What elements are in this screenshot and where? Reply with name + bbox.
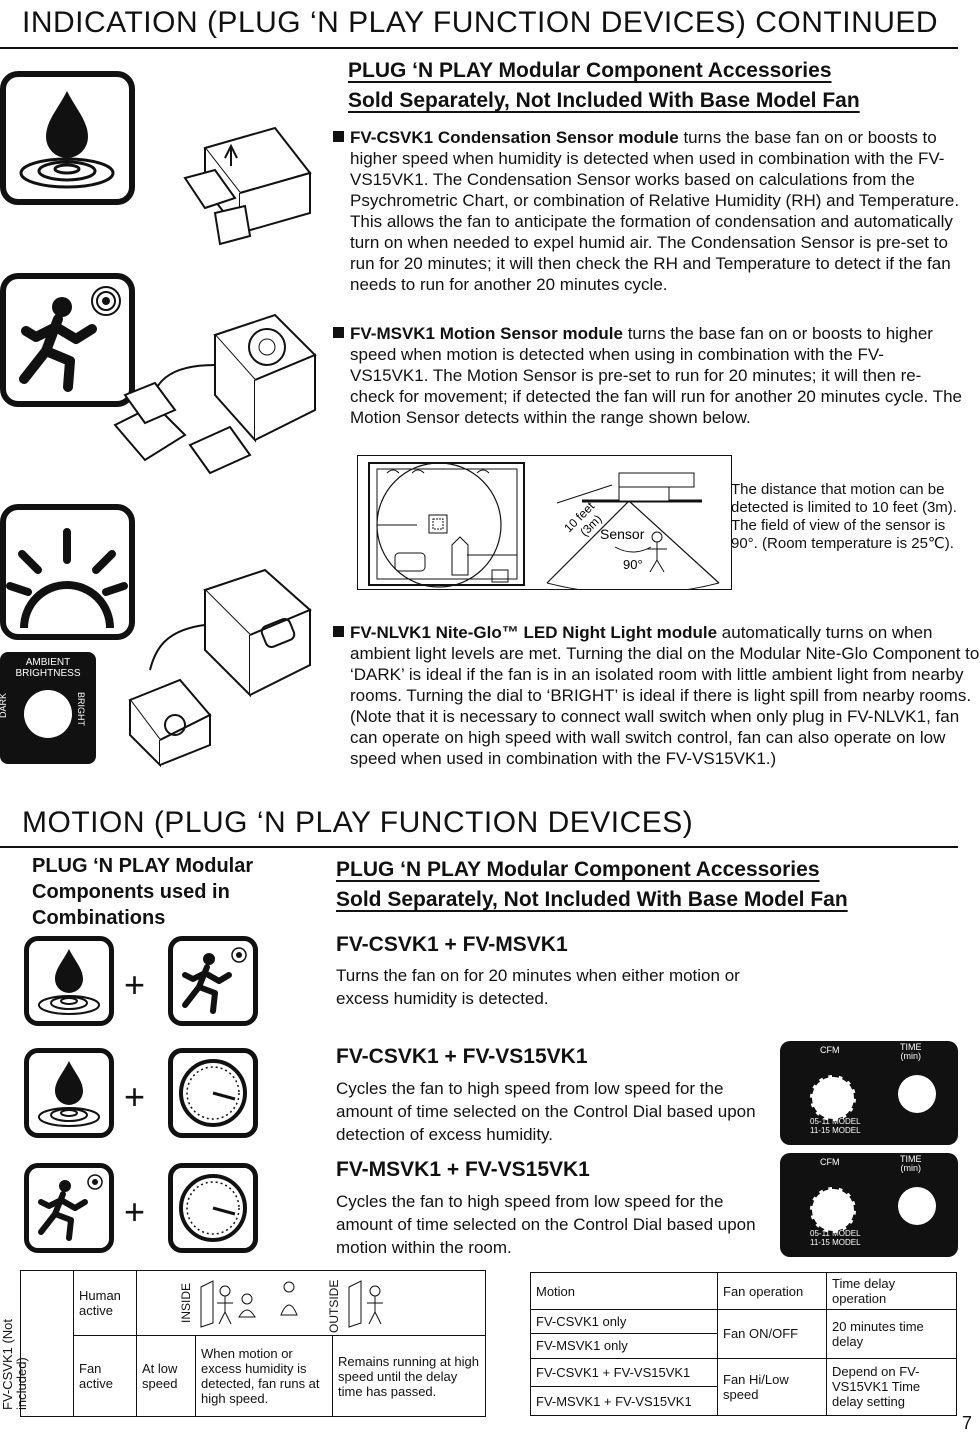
cfm-label: CFM	[820, 1157, 840, 1167]
sun-brightness-icon	[0, 504, 135, 640]
motion-range-diagram: 10 feet (3m) Sensor 90°	[357, 455, 732, 595]
msvk1-description: FV-MSVK1 Motion Sensor module turns the …	[350, 323, 962, 428]
nlvk1-text: automatically turns on when ambient ligh…	[350, 623, 980, 768]
header-time-delay: Time delay operation	[826, 1272, 957, 1310]
humidity-icon	[0, 71, 135, 205]
row-msvk1-vs15vk1: FV-MSVK1 + FV-VS15VK1	[530, 1386, 718, 1416]
humidity-icon	[24, 1048, 114, 1138]
combo-3-desc: Cycles the fan to high speed from low sp…	[336, 1192, 756, 1257]
bullet-icon	[333, 327, 344, 338]
combo-2-title: FV-CSVK1 + FV-VS15VK1	[336, 1045, 588, 1068]
remains-running-cell: Remains running at high speed until the …	[332, 1335, 486, 1417]
motion-range-note: The distance that motion can be detected…	[731, 481, 957, 552]
heading-line-2: Sold Separately, Not Included With Base …	[348, 89, 860, 112]
timer-dial-icon	[168, 1048, 258, 1138]
time-label: TIME(min)	[900, 1155, 922, 1173]
when-motion-cell: When motion or excess humidity is detect…	[195, 1335, 333, 1417]
motion-module-image	[105, 295, 320, 475]
at-low-speed-cell: At low speed	[136, 1335, 196, 1417]
plus-icon: +	[124, 964, 146, 1005]
dial-dark-label: DARK	[0, 692, 8, 718]
inside-label: INSIDE	[179, 1282, 193, 1323]
delay-20-cell: 20 minutes time delay	[826, 1309, 957, 1359]
header-motion: Motion	[530, 1272, 718, 1310]
csvk1-text: turns the base fan on or boosts to highe…	[350, 128, 960, 294]
msvk1-name: FV-MSVK1 Motion Sensor module	[350, 324, 623, 343]
dial-title: AMBIENT BRIGHTNESS	[0, 657, 96, 679]
fan-active-cell: Fan active	[73, 1335, 137, 1417]
condensation-module-image	[175, 118, 315, 248]
ambient-brightness-dial: AMBIENT BRIGHTNESS DARK BRIGHT	[0, 652, 96, 764]
plus-icon: +	[124, 1191, 146, 1232]
header-fan-operation: Fan operation	[717, 1272, 827, 1310]
accessories-heading: PLUG ‘N PLAY Modular Component Accessori…	[348, 56, 860, 116]
people-icon	[200, 1280, 383, 1328]
plus-icon: +	[124, 1076, 146, 1117]
combo-1-desc: Turns the fan on for 20 minutes when eit…	[336, 966, 740, 1008]
msvk1-text: turns the base fan on or boosts to highe…	[350, 324, 962, 427]
section-title-indication: INDICATION (PLUG ‘N PLAY FUNCTION DEVICE…	[22, 6, 939, 39]
inside-outside-cell: INSIDE OUTSIDE	[136, 1270, 486, 1336]
fan-hilow-cell: Fan Hi/Low speed	[717, 1357, 827, 1417]
time-label-text: TIME	[900, 1042, 922, 1052]
cfm-knob	[810, 1075, 856, 1121]
time-knob	[898, 1187, 936, 1225]
nlvk1-description: FV-NLVK1 Nite-Glo™ LED Night Light modul…	[350, 622, 980, 769]
section-title-motion: MOTION (PLUG ‘N PLAY FUNCTION DEVICES)	[22, 806, 694, 839]
nlvk1-name: FV-NLVK1 Nite-Glo™ LED Night Light modul…	[350, 623, 718, 642]
time-knob	[898, 1075, 936, 1113]
running-person-icon	[0, 273, 135, 407]
row-header-text: Module FV-MSVK1, FV-CSVK1 (Not included)	[0, 1296, 29, 1410]
night-light-module-image	[125, 550, 315, 770]
row-csvk1-vs15vk1: FV-CSVK1 + FV-VS15VK1	[530, 1357, 718, 1388]
model-label-1: 05-11 MODEL	[810, 1229, 861, 1238]
accessories-heading-2: PLUG ‘N PLAY Modular Component Accessori…	[336, 855, 848, 915]
cfm-label: CFM	[820, 1045, 840, 1055]
time-label-text: TIME	[900, 1154, 922, 1164]
bullet-icon	[333, 131, 344, 142]
dial-knob	[24, 690, 72, 738]
humidity-icon	[24, 936, 114, 1026]
cfm-knob	[810, 1187, 856, 1233]
model-label-2: 11-15 MODEL	[810, 1126, 861, 1135]
model-label-1: 05-11 MODEL	[810, 1117, 861, 1126]
row-header-cell: Module FV-MSVK1, FV-CSVK1 (Not included)	[0, 1270, 74, 1417]
time-label: TIME(min)	[900, 1043, 922, 1061]
section-rule	[0, 47, 958, 49]
bullet-icon	[333, 626, 344, 637]
running-person-icon	[168, 936, 258, 1026]
human-active-cell: Human active	[73, 1270, 137, 1336]
model-label-2: 11-15 MODEL	[810, 1238, 861, 1247]
activity-table: Module FV-MSVK1, FV-CSVK1 (Not included)…	[0, 1270, 486, 1417]
running-person-icon	[24, 1163, 114, 1253]
combinations-heading: PLUG ‘N PLAY Modular Components used in …	[32, 855, 254, 929]
heading-line-1: PLUG ‘N PLAY Modular Component Accessori…	[336, 858, 820, 881]
heading-line-1: PLUG ‘N PLAY Modular Component Accessori…	[348, 59, 832, 82]
combo-2-desc: Cycles the fan to high speed from low sp…	[336, 1079, 756, 1144]
row-csvk1-only: FV-CSVK1 only	[530, 1308, 718, 1335]
dial-title-line-1: AMBIENT	[25, 657, 71, 668]
csvk1-description: FV-CSVK1 Condensation Sensor module turn…	[350, 127, 962, 295]
csvk1-name: FV-CSVK1 Condensation Sensor module	[350, 128, 679, 147]
dial-title-line-2: BRIGHTNESS	[15, 668, 81, 679]
combo-3-title: FV-MSVK1 + FV-VS15VK1	[336, 1158, 590, 1181]
operation-table: Motion Fan operation Time delay operatio…	[530, 1272, 957, 1417]
timer-dial-icon	[168, 1163, 258, 1253]
row-msvk1-only: FV-MSVK1 only	[530, 1333, 718, 1359]
depend-cell: Depend on FV-VS15VK1 Time delay setting	[826, 1357, 957, 1417]
fan-onoff-cell: Fan ON/OFF	[717, 1309, 827, 1359]
section-rule	[0, 846, 958, 848]
sensor-label: Sensor	[600, 526, 645, 542]
dial-bright-label: BRIGHT	[76, 692, 86, 727]
combo-1-title: FV-CSVK1 + FV-MSVK1	[336, 933, 568, 956]
page-number: 7	[961, 1413, 972, 1433]
time-unit-text: (min)	[900, 1163, 922, 1173]
heading-line-2: Sold Separately, Not Included With Base …	[336, 888, 848, 911]
time-unit-text: (min)	[900, 1051, 922, 1061]
angle-label: 90°	[623, 557, 643, 572]
